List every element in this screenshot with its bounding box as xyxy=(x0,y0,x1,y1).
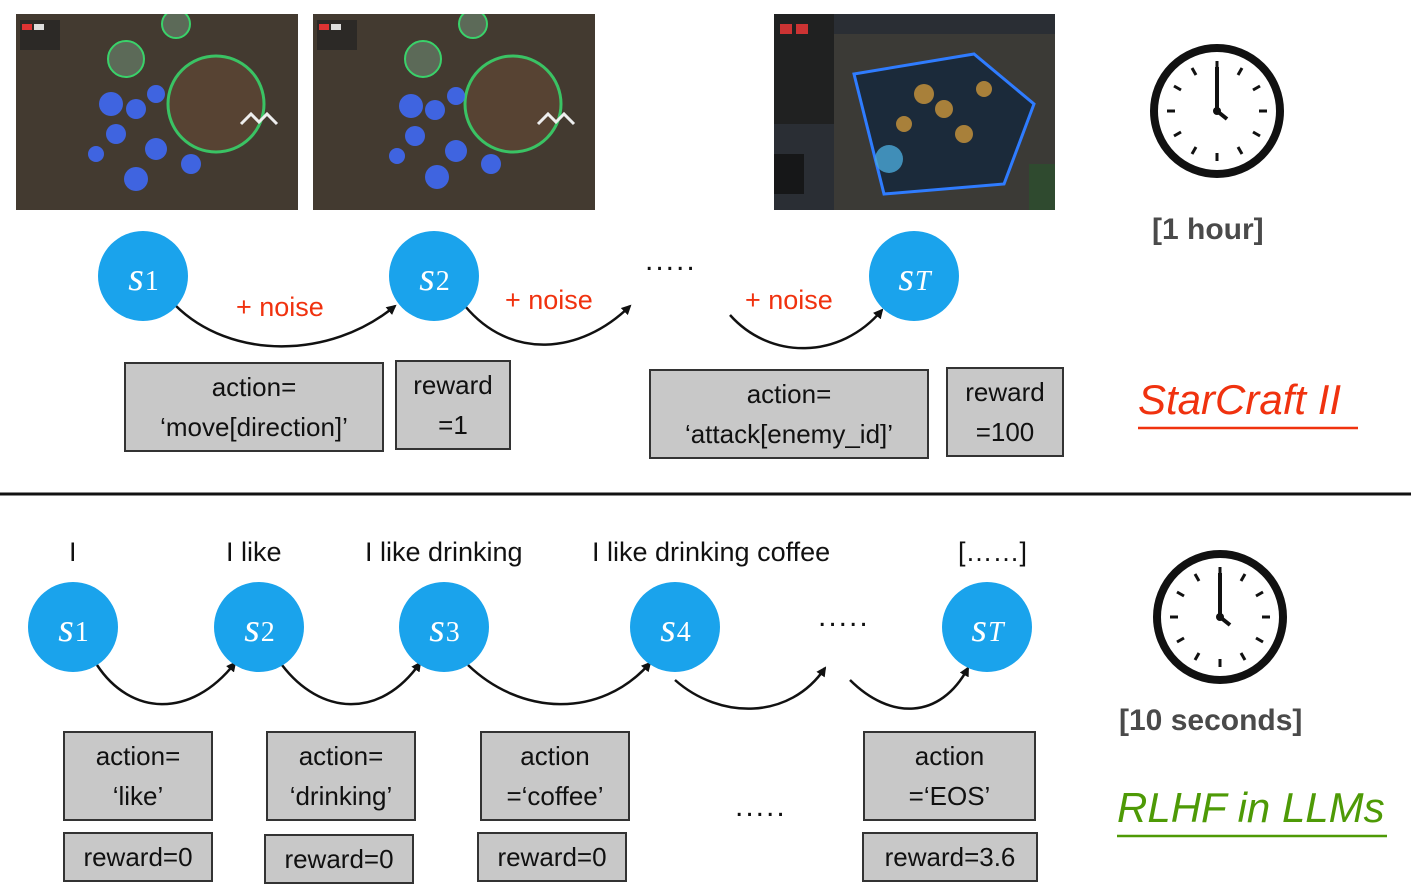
sentence-word-3: I like drinking xyxy=(365,537,523,567)
starcraft-screenshot-1 xyxy=(16,14,298,210)
arrow-s2b-s3b xyxy=(281,661,422,706)
reward-box-drinking: reward=0 xyxy=(264,834,414,884)
starcraft-screenshot-2 xyxy=(313,14,595,210)
action-box-like: action=‘like’ xyxy=(63,731,213,821)
ellipsis-top: ..... xyxy=(645,244,697,277)
duration-label-top: [1 hour] xyxy=(1152,213,1264,246)
noise-label-1: + noise xyxy=(236,292,324,322)
starcraft-label: StarCraft II xyxy=(1138,376,1342,423)
arrow-dots-sTb xyxy=(849,666,970,710)
action-box-coffee: action=‘coffee’ xyxy=(480,731,630,821)
arrow-s4b-dots xyxy=(674,666,827,710)
rlhf-label: RLHF in LLMs xyxy=(1117,784,1385,831)
clock-icon-top xyxy=(1150,44,1284,178)
reward-box-eos: reward=3.6 xyxy=(862,832,1038,882)
reward-box-1: reward=1 xyxy=(395,360,511,450)
reward-box-coffee: reward=0 xyxy=(477,832,627,882)
reward-box-like: reward=0 xyxy=(63,832,213,882)
action-box-eos: action=‘EOS’ xyxy=(863,731,1036,821)
action-box-attack: action=‘attack[enemy_id]’ xyxy=(649,369,929,459)
noise-label-3: + noise xyxy=(745,285,833,315)
arrow-dots-sT xyxy=(729,308,884,350)
reward-box-100: reward=100 xyxy=(946,367,1064,457)
duration-label-bottom: [10 seconds] xyxy=(1119,704,1303,737)
ellipsis-actions-bottom: ..... xyxy=(735,790,787,823)
arrow-s1b-s2b xyxy=(95,661,237,706)
sentence-word-4: I like drinking coffee xyxy=(592,537,831,567)
sentence-word-5: [……] xyxy=(958,537,1028,567)
sentence-word-2: I like xyxy=(226,537,282,567)
action-box-drinking: action=‘drinking’ xyxy=(266,731,416,821)
clock-icon-bottom xyxy=(1153,550,1287,684)
arrow-s2-dots xyxy=(464,304,632,346)
starcraft-screenshot-3 xyxy=(774,14,1055,210)
noise-label-2: + noise xyxy=(505,285,593,315)
action-box-move: action=‘move[direction]’ xyxy=(124,362,384,452)
arrow-s1-s2 xyxy=(174,304,397,348)
sentence-word-1: I xyxy=(69,537,77,567)
ellipsis-states-bottom: ..... xyxy=(818,600,870,633)
arrow-s3b-s4b xyxy=(467,661,652,706)
